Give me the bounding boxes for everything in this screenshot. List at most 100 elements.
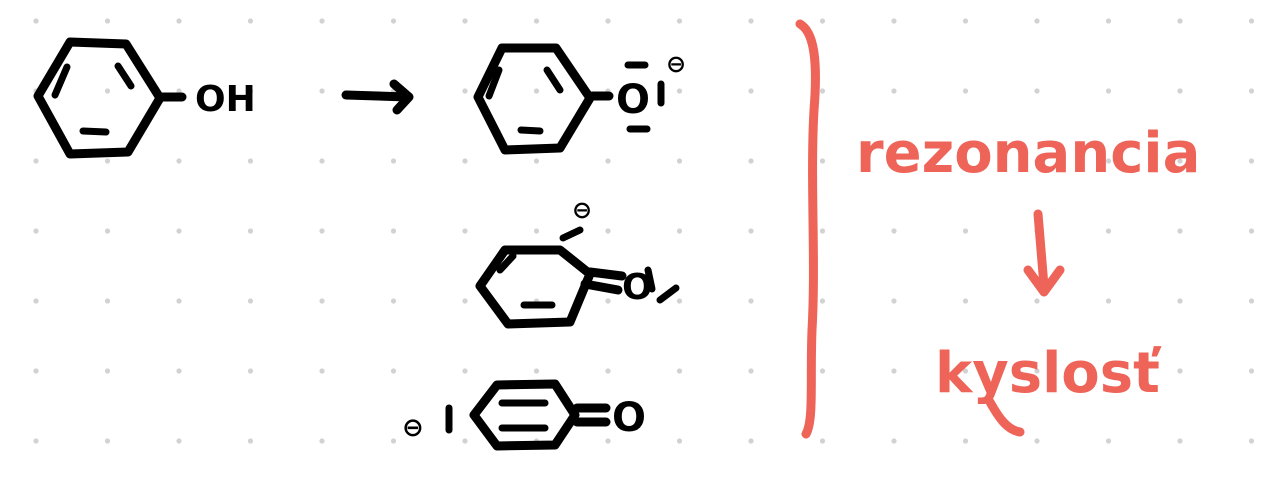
grid-dot	[176, 88, 182, 94]
grid-dot	[462, 368, 468, 374]
grid-dot	[176, 298, 182, 304]
grid-dot	[748, 298, 754, 304]
grid-dot	[390, 18, 397, 24]
grid-dot	[676, 368, 683, 374]
grid-dot	[819, 228, 826, 234]
grid-dot	[1177, 18, 1183, 24]
grid-dot	[104, 298, 111, 304]
grid-dot	[1177, 368, 1183, 374]
resonance-structure-ortho: ⊖ O	[475, 196, 680, 329]
grid-dot	[962, 228, 969, 234]
arrow-right-icon	[341, 79, 414, 115]
grid-dot	[1105, 298, 1112, 304]
grid-dot	[1248, 158, 1255, 164]
lone-pair-bottom	[656, 284, 680, 304]
grid-dot	[319, 368, 325, 374]
grid-dot	[533, 18, 540, 24]
grid-dot	[819, 368, 826, 374]
reaction-arrow	[341, 79, 414, 115]
grid-dot	[104, 158, 111, 164]
grid-dot	[319, 18, 325, 24]
ring-double-bond	[485, 66, 503, 100]
grid-dot	[605, 18, 611, 24]
grid-dot	[962, 88, 969, 94]
grid-dot	[891, 438, 897, 444]
oxygen-label: O	[616, 77, 650, 123]
grid-dot	[1248, 298, 1255, 304]
grid-dot	[462, 88, 468, 94]
grid-dot	[104, 228, 111, 234]
grid-dot	[1105, 88, 1112, 94]
negative-charge-icon: ⊖	[402, 413, 424, 443]
grid-dot	[605, 438, 611, 444]
grid-dot	[605, 298, 611, 304]
grid-dot	[1034, 368, 1040, 374]
grid-dot	[1248, 228, 1255, 234]
grid-dot	[176, 18, 182, 24]
grid-dot	[891, 18, 897, 24]
grid-dot	[390, 298, 397, 304]
grid-dot	[33, 228, 39, 234]
phenol-structure: OH	[33, 37, 256, 159]
grid-dot	[247, 298, 254, 304]
grid-dot	[247, 88, 254, 94]
grid-dot	[247, 368, 254, 374]
grid-dot	[819, 438, 826, 444]
grid-dot	[1105, 228, 1112, 234]
grid-dot	[962, 298, 969, 304]
c-o-double-bond	[580, 279, 623, 295]
grid-dot	[605, 368, 611, 374]
ring-double-bond	[79, 127, 110, 136]
grid-dot	[390, 368, 397, 374]
grid-dot	[33, 438, 39, 444]
grid-dot	[1248, 368, 1255, 374]
grid-dot	[819, 158, 826, 164]
benzene-ring-2	[473, 43, 595, 155]
grid-dot	[462, 228, 468, 234]
grid-dot	[247, 158, 254, 164]
grid-dot	[962, 438, 969, 444]
grid-dot	[819, 18, 826, 24]
grid-dot	[1177, 438, 1183, 444]
c-o-double-bond	[585, 267, 627, 281]
grid-dot	[319, 158, 325, 164]
grid-dot	[819, 88, 826, 94]
lone-pair-carbon	[559, 226, 584, 242]
grid-dot	[676, 158, 683, 164]
grid-dot	[748, 228, 754, 234]
grid-dot	[891, 298, 897, 304]
grid-dot	[1177, 88, 1183, 94]
grid-dot	[1034, 18, 1040, 24]
grid-dot	[104, 438, 111, 444]
benzene-ring-3	[475, 245, 595, 329]
grid-dot	[676, 228, 683, 234]
grid-dot	[1034, 158, 1040, 164]
grid-dot	[33, 158, 39, 164]
grid-dot	[676, 18, 683, 24]
grid-dot	[319, 88, 325, 94]
grid-dot	[33, 18, 39, 24]
letter-tail	[985, 397, 1025, 437]
bracket-line	[795, 19, 820, 439]
grid-dot	[319, 298, 325, 304]
grid-dot	[247, 18, 254, 24]
grid-dot	[891, 368, 897, 374]
annotation: rezonancia kyslosť	[795, 19, 1200, 439]
grid-dot	[247, 228, 254, 234]
grid-dot	[176, 438, 182, 444]
negative-charge-icon: ⊖	[572, 196, 592, 224]
grid-dot	[962, 158, 969, 164]
grid-dot	[462, 18, 468, 24]
negative-charge-icon: ⊖	[666, 50, 686, 78]
arrow-down-icon	[1023, 209, 1065, 297]
ring-double-bond	[543, 66, 564, 94]
grid-dot	[390, 228, 397, 234]
grid-dot	[390, 158, 397, 164]
grid-dot	[1177, 228, 1183, 234]
grid-dot	[390, 438, 397, 444]
grid-dot	[319, 438, 325, 444]
grid-dot	[748, 438, 754, 444]
grid-dot	[962, 368, 969, 374]
